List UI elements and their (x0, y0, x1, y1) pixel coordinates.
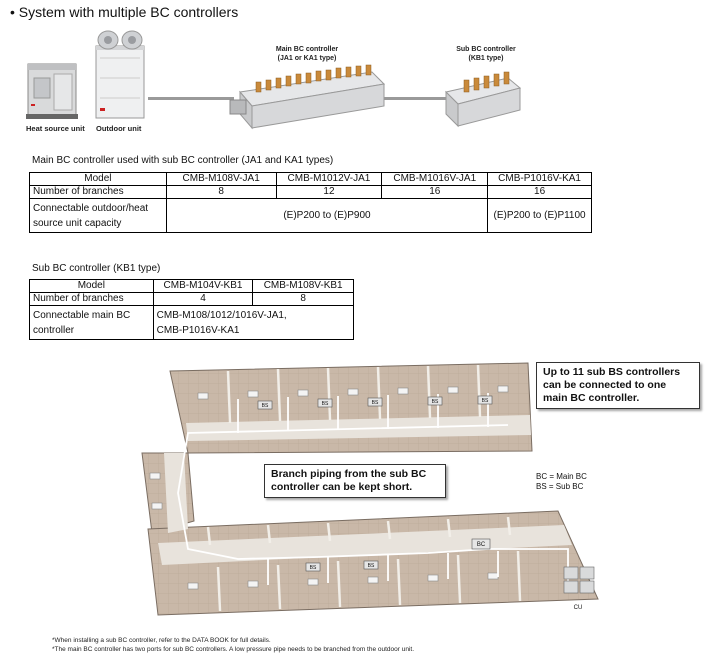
sub-bc-controller-image (445, 71, 522, 128)
heat-source-unit-label: Heat source unit (26, 124, 85, 133)
table-header: CMB-M108V-JA1 (165, 172, 277, 186)
table-header: CMB-P1016V-KA1 (487, 172, 592, 186)
floor-plan-diagram: BS BS BS BS BS BS BS BC CU (141, 362, 599, 616)
outdoor-unit-image (95, 30, 145, 119)
table-row-label: Connectable main BC controller (29, 305, 154, 340)
outdoor-unit-label: Outdoor unit (96, 124, 142, 133)
table-cell: 4 (152, 292, 254, 306)
table-header: CMB-M108V-KB1 (252, 279, 354, 293)
table-row: Connectable outdoor/heat source unit cap… (29, 198, 592, 233)
table-row: Number of branches 8 12 16 16 (29, 185, 592, 199)
footnote: *The main BC controller has two ports fo… (52, 646, 415, 653)
table-row: Model CMB-M104V-KB1 CMB-M108V-KB1 (29, 279, 354, 293)
plan-legend: BC = Main BC BS = Sub BC (536, 472, 587, 491)
connecting-pipe (380, 97, 448, 100)
heat-source-unit-image (26, 63, 78, 119)
table-cell: 16 (487, 185, 592, 199)
table-row-label: Number of branches (29, 292, 154, 306)
table-cell: 16 (381, 185, 489, 199)
table-cell: (E)P200 to (E)P1100 (487, 198, 592, 233)
table-header: CMB-M1012V-JA1 (275, 172, 383, 186)
connecting-pipe (148, 97, 234, 100)
sub-bc-controller-label: Sub BC controller (KB1 type) (456, 46, 516, 62)
bc-box (471, 538, 491, 550)
footnote: *When installing a sub BC controller, re… (52, 637, 271, 644)
cu-tag: CU (574, 605, 583, 611)
bs-tag: BS (482, 398, 489, 404)
table-cell: 8 (165, 185, 277, 199)
table-row: Model CMB-M108V-JA1 CMB-M1012V-JA1 CMB-M… (29, 172, 592, 186)
bs-tag: BS (368, 563, 375, 569)
sub-bc-table: Model CMB-M104V-KB1 CMB-M108V-KB1 Number… (29, 279, 355, 340)
bs-tag: BS (310, 565, 317, 571)
bs-tag: BS (372, 400, 379, 406)
table-cell: 8 (252, 292, 354, 306)
table-row-label: Number of branches (29, 185, 167, 199)
table-cell: (E)P200 to (E)P900 (165, 198, 489, 233)
bs-tag: BS (262, 403, 269, 409)
table-cell: 12 (275, 185, 383, 199)
bs-tag: BS (432, 399, 439, 405)
table-header: CMB-M104V-KB1 (152, 279, 254, 293)
main-bc-controller-label: Main BC controller (JA1 or KA1 type) (275, 46, 339, 62)
table-header-model: Model (29, 172, 167, 186)
table-header: CMB-M1016V-JA1 (381, 172, 489, 186)
bc-tag: BC (477, 542, 486, 548)
table-row: Connectable main BC controller CMB-M108/… (29, 305, 355, 340)
bs-tag: BS (322, 401, 329, 407)
table-row-label: Connectable outdoor/heat source unit cap… (29, 198, 167, 233)
callout-branch-piping: Branch piping from the sub BC controller… (264, 464, 446, 498)
table-cell: CMB-M108/1012/1016V-JA1, CMB-P1016V-KA1 (152, 305, 355, 340)
main-bc-controller-image (229, 64, 386, 130)
sub-table-caption: Sub BC controller (KB1 type) (32, 263, 161, 274)
callout-sub-bs-limit: Up to 11 sub BS controllers can be conne… (536, 362, 700, 409)
main-bc-table: Model CMB-M108V-JA1 CMB-M1012V-JA1 CMB-M… (29, 172, 592, 233)
main-table-caption: Main BC controller used with sub BC cont… (32, 155, 334, 166)
table-header-model: Model (29, 279, 154, 293)
table-row: Number of branches 4 8 (29, 292, 354, 306)
page-heading: • System with multiple BC controllers (10, 4, 239, 20)
